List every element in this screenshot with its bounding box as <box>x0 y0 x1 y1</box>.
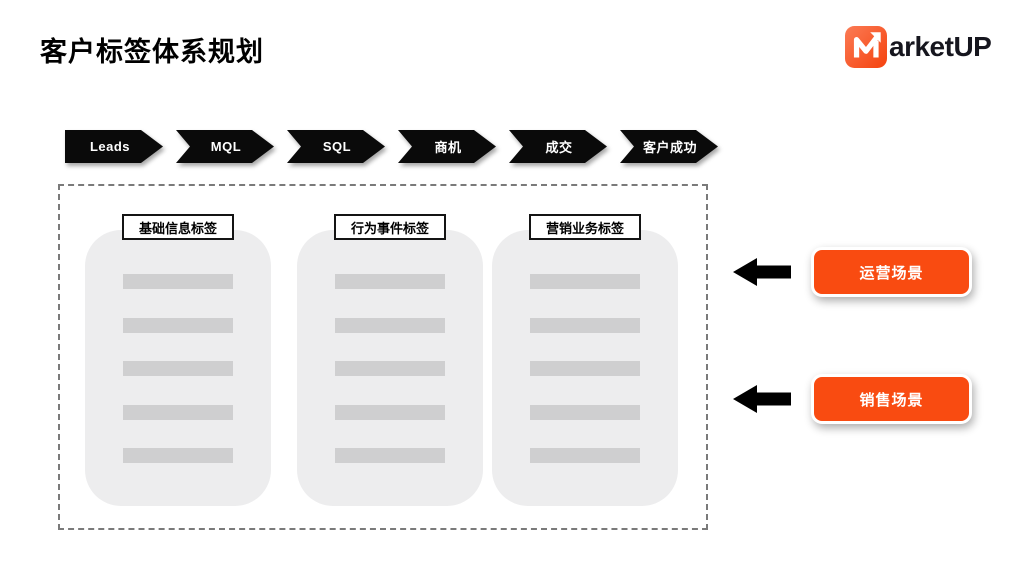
placeholder-bar <box>530 404 640 420</box>
funnel-stage-label: 客户成功 <box>620 130 718 163</box>
marketup-logo: arketUP <box>845 26 992 68</box>
funnel-stage-label: 商机 <box>398 130 496 163</box>
logo-text: arketUP <box>889 31 992 62</box>
placeholder-bar <box>530 317 640 333</box>
column-header-behavior-event: 行为事件标签 <box>334 214 446 240</box>
tag-system-panel: 基础信息标签 行为事件标签 营销业务标签 <box>58 184 708 530</box>
placeholder-bar <box>530 361 640 376</box>
column-header-basic-info: 基础信息标签 <box>122 214 234 240</box>
placeholder-bar <box>530 274 640 289</box>
placeholder-bar <box>335 404 445 420</box>
funnel-stage-label: Leads <box>65 130 163 163</box>
placeholder-bar <box>123 404 233 420</box>
tag-column-marketing-business <box>492 230 678 506</box>
funnel-stage-leads: Leads <box>65 130 163 163</box>
funnel-stage-mql: MQL <box>176 130 274 163</box>
placeholder-bar <box>335 317 445 333</box>
placeholder-bar <box>123 448 233 463</box>
funnel-stage-label: SQL <box>287 130 385 163</box>
funnel-stage-sql: SQL <box>287 130 385 163</box>
operations-scenario-button[interactable]: 运营场景 <box>811 247 972 297</box>
placeholder-bar <box>123 361 233 376</box>
placeholder-bar <box>335 448 445 463</box>
funnel-stage-label: 成交 <box>509 130 607 163</box>
left-arrow-icon <box>733 258 791 286</box>
left-arrow-icon <box>733 385 791 413</box>
marketup-m-icon <box>845 26 887 68</box>
funnel-stage-label: MQL <box>176 130 274 163</box>
column-header-marketing-business: 营销业务标签 <box>529 214 641 240</box>
placeholder-bar <box>335 274 445 289</box>
tag-column-basic-info <box>85 230 271 506</box>
funnel-stage-deal: 成交 <box>509 130 607 163</box>
funnel-stage-opportunity: 商机 <box>398 130 496 163</box>
tag-column-behavior-event <box>297 230 483 506</box>
placeholder-bar <box>123 274 233 289</box>
funnel-stage-customer-success: 客户成功 <box>620 130 718 163</box>
placeholder-bar <box>530 448 640 463</box>
page-title: 客户标签体系规划 <box>40 37 264 67</box>
sales-scenario-button[interactable]: 销售场景 <box>811 374 972 424</box>
placeholder-bar <box>335 361 445 376</box>
placeholder-bar <box>123 317 233 333</box>
lifecycle-funnel: Leads MQL SQL 商机 成交 客户成功 <box>65 130 718 163</box>
